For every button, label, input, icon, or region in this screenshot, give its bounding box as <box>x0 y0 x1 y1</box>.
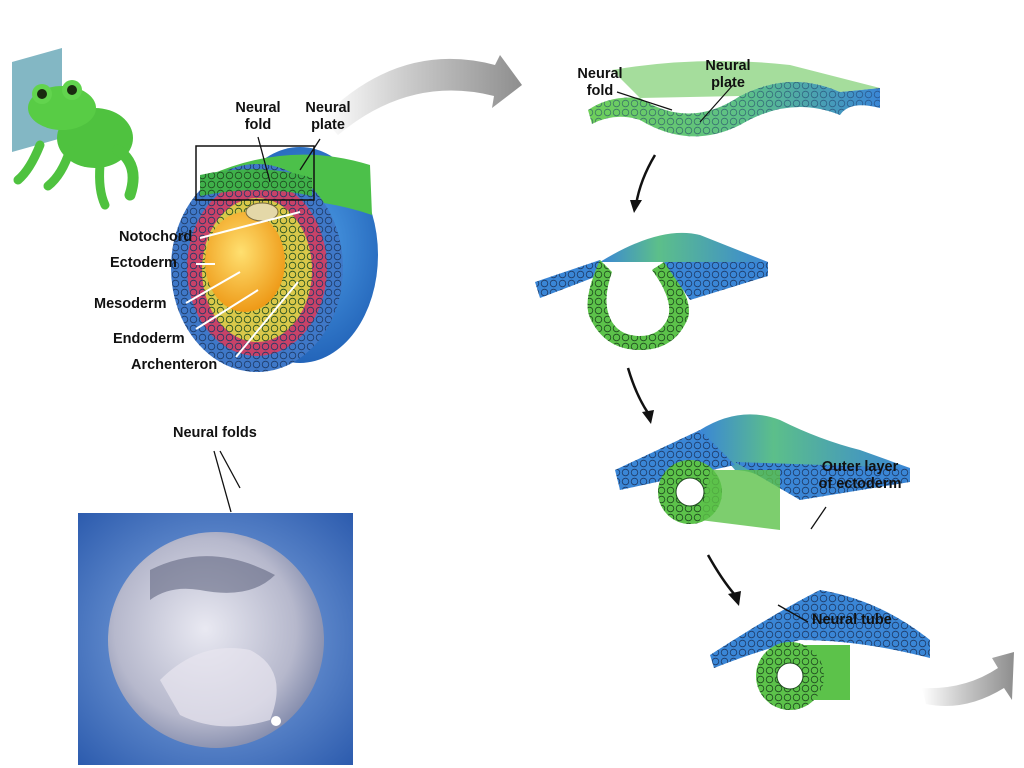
stage-neural-plate <box>588 61 880 137</box>
stage-tube-forming <box>615 414 910 530</box>
label-neural-tube: Neural tube <box>812 612 892 628</box>
embryo-photo <box>78 450 353 765</box>
label-neural-plate-section: Neural plate <box>305 100 351 133</box>
frog-icon <box>12 48 139 210</box>
stage-neural-tube <box>710 590 930 710</box>
label-archenteron: Archenteron <box>131 357 218 373</box>
label-ectoderm: Ectoderm <box>110 255 177 271</box>
label-notochord: Notochord <box>119 229 193 245</box>
stage-neural-groove <box>535 232 768 350</box>
label-endoderm: Endoderm <box>113 331 185 347</box>
stage-arrowhead-3 <box>728 591 741 606</box>
transition-arrow-top <box>322 55 522 135</box>
stage-arrowhead-1 <box>630 200 642 213</box>
label-neural-fold-sequence: Neural fold <box>577 66 623 99</box>
label-neural-folds-photo: Neural folds <box>173 425 257 441</box>
stage-arrow-3 <box>706 554 736 596</box>
label-mesoderm: Mesoderm <box>94 296 167 312</box>
stage-arrow-1 <box>634 154 657 206</box>
stage-arrowhead-2 <box>642 410 654 424</box>
transition-arrow-bottom <box>922 652 1014 706</box>
stage-arrow-2 <box>626 367 650 414</box>
embryo-cross-section <box>171 136 378 372</box>
label-neural-plate-sequence: Neural plate <box>705 58 751 91</box>
label-neural-fold-section: Neural fold <box>235 100 281 133</box>
label-outer-layer-ectoderm: Outer layer of ectoderm <box>818 459 902 492</box>
